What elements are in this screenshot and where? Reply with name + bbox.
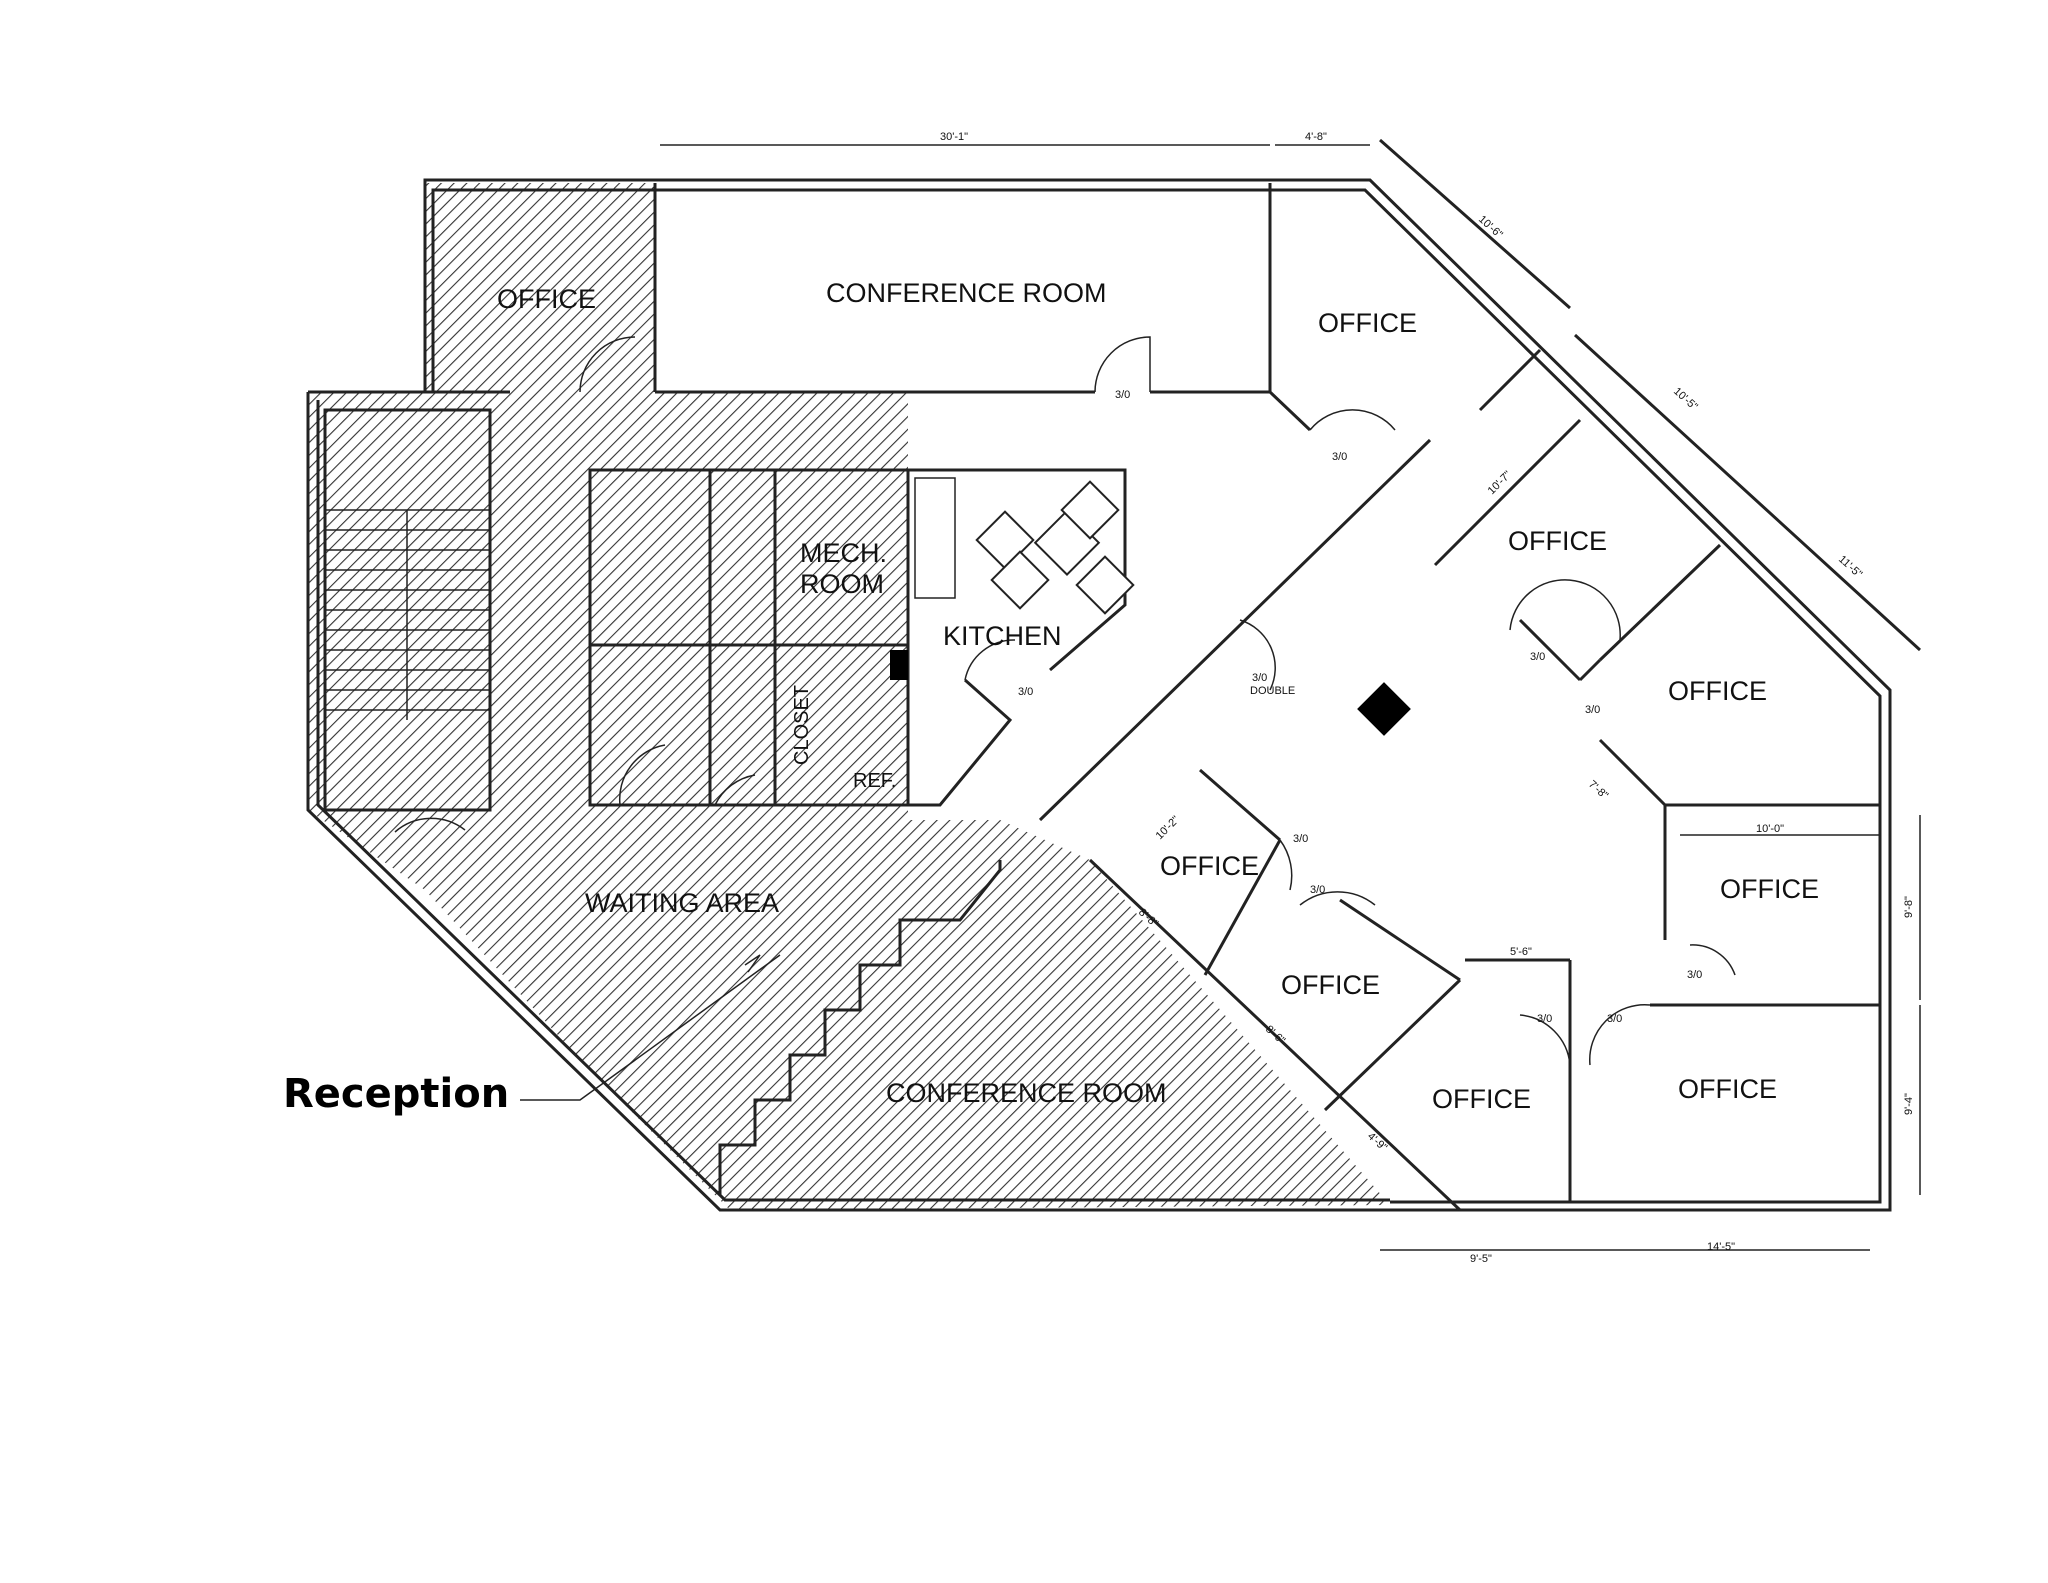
reception-callout: Reception bbox=[283, 1071, 509, 1117]
dimension-label: 30'-1" bbox=[940, 131, 968, 143]
label-office-r3: OFFICE bbox=[1720, 874, 1819, 904]
door-tag: 3/0 bbox=[1115, 389, 1130, 401]
door-tag: 3/0 bbox=[1018, 686, 1033, 698]
dimension-lines bbox=[660, 144, 1921, 1251]
reception-arrow bbox=[520, 954, 781, 1101]
door-tag: 3/0 bbox=[1530, 651, 1545, 663]
label-ref: REF. bbox=[853, 770, 896, 792]
door-tag: 3/0 bbox=[1607, 1013, 1622, 1025]
dimension-label: 10'-7" bbox=[1486, 469, 1514, 497]
label-office-r2: OFFICE bbox=[1668, 676, 1767, 706]
door-tag: 3/0 bbox=[1687, 969, 1702, 981]
dimension-label: 5'-6" bbox=[1510, 946, 1532, 958]
dimension-label: 10'-2" bbox=[1154, 814, 1182, 842]
dimension-label: 9'-5" bbox=[1470, 1253, 1492, 1265]
label-conference-bottom: CONFERENCE ROOM bbox=[886, 1078, 1167, 1108]
label-office-r1: OFFICE bbox=[1508, 526, 1607, 556]
door-swings bbox=[394, 336, 1736, 1066]
dimension-label: 10'-0" bbox=[1756, 823, 1784, 835]
label-office-r4: OFFICE bbox=[1678, 1074, 1777, 1104]
dimension-label: 10'-5" bbox=[1671, 385, 1700, 413]
label-office-top-left: OFFICE bbox=[497, 284, 596, 314]
label-waiting: WAITING AREA bbox=[585, 888, 779, 918]
dimension-label: 14'-5" bbox=[1707, 1241, 1735, 1253]
label-office-bottom: OFFICE bbox=[1432, 1084, 1531, 1114]
hatched-area bbox=[308, 183, 1390, 1210]
door-tag: 3/0 bbox=[1585, 704, 1600, 716]
door-tag: 3/0 bbox=[1310, 884, 1325, 896]
appliance-block bbox=[890, 650, 908, 680]
dimension-label: 4'-9" bbox=[1365, 1130, 1389, 1154]
dimension-label: 4'-8" bbox=[1305, 131, 1327, 143]
label-office-mid2: OFFICE bbox=[1281, 970, 1380, 1000]
column-marker bbox=[1357, 682, 1411, 736]
door-tag: 3/0 bbox=[1537, 1013, 1552, 1025]
label-mech-1: MECH. bbox=[800, 538, 887, 568]
interior-walls bbox=[323, 183, 1880, 1212]
label-kitchen: KITCHEN bbox=[943, 621, 1062, 651]
dimension-label: 9'-8" bbox=[1903, 896, 1915, 918]
dimension-label: 9'-4" bbox=[1903, 1093, 1915, 1115]
label-closet: CLOSET bbox=[791, 685, 813, 765]
label-office-mid1: OFFICE bbox=[1160, 851, 1259, 881]
door-tag: DOUBLE bbox=[1250, 685, 1295, 697]
door-tag: 3/0 bbox=[1252, 672, 1267, 684]
door-tag: 3/0 bbox=[1293, 833, 1308, 845]
label-conference-top: CONFERENCE ROOM bbox=[826, 278, 1107, 308]
label-mech-2: ROOM bbox=[800, 569, 884, 599]
door-tag: 3/0 bbox=[1332, 451, 1347, 463]
label-office-top-right: OFFICE bbox=[1318, 308, 1417, 338]
kitchen-table bbox=[975, 480, 1135, 615]
stair-treads bbox=[325, 509, 490, 720]
exterior-walls bbox=[306, 138, 1922, 1212]
dimension-label: 7'-8" bbox=[1586, 778, 1610, 802]
